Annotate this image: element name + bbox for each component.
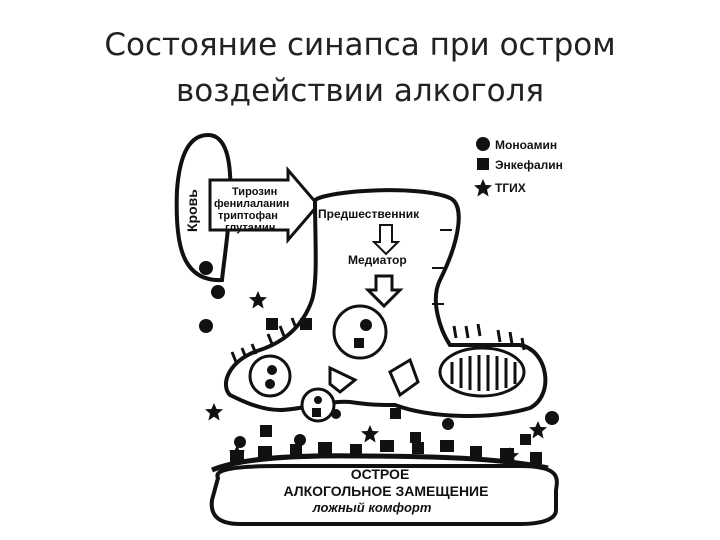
monoamine-molecule bbox=[360, 319, 372, 331]
legend-label: ТГИХ bbox=[495, 181, 526, 195]
enkephalin-molecule bbox=[520, 434, 531, 445]
monoamine-molecule bbox=[199, 261, 213, 275]
square-icon bbox=[477, 158, 489, 170]
enkephalin-molecule bbox=[312, 408, 321, 417]
enkephalin-molecule bbox=[354, 338, 364, 348]
amino-acid-label: фенилаланин bbox=[214, 198, 289, 210]
bottom-label-line-2: АЛКОГОЛЬНОЕ ЗАМЕЩЕНИЕ bbox=[284, 483, 489, 499]
circle-icon bbox=[476, 137, 490, 151]
mediator-arrow-top bbox=[371, 224, 401, 256]
monoamine-molecule bbox=[545, 411, 559, 425]
precursor-label: Предшественник bbox=[318, 207, 420, 221]
tgih-molecule bbox=[249, 291, 267, 309]
release-arrow bbox=[388, 357, 420, 398]
receptor-ticks bbox=[230, 317, 526, 363]
bottom-label-line-1: ОСТРОЕ bbox=[351, 466, 410, 482]
amino-acid-label: Тирозин bbox=[232, 186, 277, 198]
legend-label: Энкефалин bbox=[495, 158, 563, 172]
amino-acid-arrow bbox=[208, 165, 320, 245]
enkephalin-molecule bbox=[260, 425, 272, 437]
enkephalin-molecule bbox=[410, 432, 421, 443]
star-icon bbox=[474, 179, 492, 197]
vesicle bbox=[248, 354, 292, 398]
enkephalin-molecule bbox=[390, 408, 401, 419]
tgih-molecule bbox=[205, 403, 223, 421]
release-arrow bbox=[328, 365, 358, 394]
monoamine-molecule bbox=[199, 319, 213, 333]
monoamine-molecule bbox=[265, 379, 275, 389]
blood-label: Кровь bbox=[184, 189, 200, 232]
amino-acid-label: триптофан bbox=[218, 210, 278, 222]
tgih-molecule bbox=[529, 421, 547, 439]
monoamine-molecule bbox=[331, 409, 341, 419]
vesicle bbox=[332, 304, 388, 360]
title-line-2: воздействии алкоголя bbox=[175, 73, 545, 109]
mitochondrion-cristae bbox=[450, 355, 517, 391]
amino-acid-label: глутамин bbox=[225, 222, 275, 234]
tgih-molecule bbox=[361, 425, 379, 443]
enkephalin-molecule bbox=[300, 318, 312, 330]
title-line-1: Состояние синапса при остром bbox=[104, 27, 616, 63]
monoamine-molecule bbox=[294, 434, 306, 446]
mediator-label: Медиатор bbox=[348, 253, 407, 267]
monoamine-molecule bbox=[234, 436, 246, 448]
vesicle bbox=[300, 387, 336, 423]
postsynaptic-receptors bbox=[230, 440, 542, 464]
slide-title: Состояние синапса при остром воздействии… bbox=[0, 22, 720, 114]
postsynaptic-cell bbox=[209, 464, 559, 526]
monoamine-molecule bbox=[211, 285, 225, 299]
monoamine-molecule bbox=[314, 396, 322, 404]
enkephalin-molecule bbox=[266, 318, 278, 330]
bottom-label-line-3: ложный комфорт bbox=[312, 500, 432, 515]
legend-label: Моноамин bbox=[495, 138, 557, 152]
legend: Моноамин Энкефалин ТГИХ bbox=[474, 137, 563, 197]
monoamine-molecule bbox=[267, 365, 277, 375]
monoamine-molecule bbox=[442, 418, 454, 430]
mediator-arrow-bottom bbox=[364, 274, 404, 309]
